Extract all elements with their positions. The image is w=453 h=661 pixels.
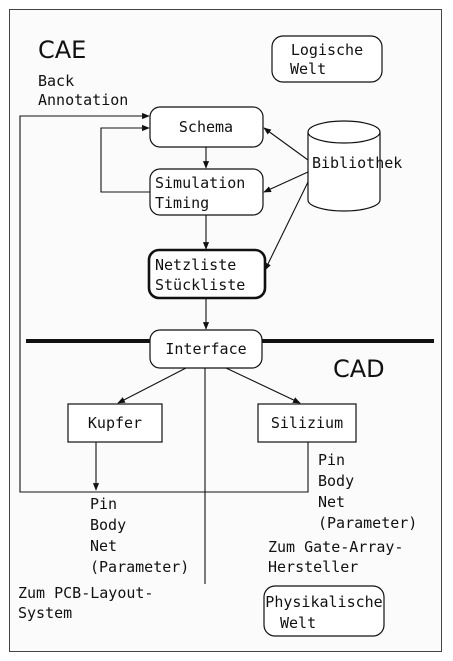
physical-world-line-2: Welt	[280, 614, 316, 632]
kupfer-label: Kupfer	[88, 414, 142, 432]
arrow-bibliothek-to-netzliste	[264, 181, 309, 271]
silizium-field-parameter: (Parameter)	[318, 514, 417, 532]
cae-section-title: CAE	[38, 36, 86, 64]
arrow-interface-to-silizium	[225, 367, 301, 404]
interface-label: Interface	[165, 340, 246, 358]
interface-box	[149, 329, 263, 369]
back-annotation-line-1: Back	[38, 72, 74, 90]
netzliste-stueckliste-box	[147, 248, 267, 300]
simulation-label: Simulation	[155, 174, 245, 192]
pcb-field-body: Body	[90, 516, 126, 534]
netzliste-label: Netzliste	[155, 256, 236, 274]
timing-label: Timing	[155, 194, 209, 212]
arrow-simulation-feedback	[100, 124, 150, 193]
logical-world-line-1: Logische	[291, 41, 363, 59]
gate-array-target-line-1: Zum Gate-Array-	[268, 538, 403, 556]
silizium-field-body: Body	[318, 472, 354, 490]
back-annotation-line-2: Annotation	[38, 91, 128, 109]
silizium-box	[257, 403, 357, 443]
logical-world-line-2: Welt	[290, 60, 326, 78]
bibliothek-label: Bibliothek	[312, 154, 402, 172]
arrow-bibliothek-to-simulation	[263, 171, 309, 193]
gate-array-target-line-2: Hersteller	[268, 558, 358, 576]
bibliothek-database-icon	[307, 120, 381, 212]
physical-world-line-1: Physikalische	[265, 593, 382, 611]
kupfer-box	[67, 403, 163, 443]
pcb-field-parameter: (Parameter)	[90, 558, 189, 576]
pcb-field-pin: Pin	[90, 495, 117, 513]
schema-label: Schema	[179, 118, 233, 136]
cad-section-title: CAD	[333, 355, 385, 383]
logical-world-box	[271, 35, 383, 83]
connectors	[19, 112, 309, 584]
arrow-bibliothek-to-schema	[263, 127, 309, 161]
stueckliste-label: Stückliste	[155, 276, 245, 294]
pcb-field-net: Net	[90, 537, 117, 555]
silizium-field-pin: Pin	[318, 451, 345, 469]
arrow-interface-to-kupfer	[117, 367, 187, 404]
silizium-field-net: Net	[318, 493, 345, 511]
pcb-target-line-2: System	[18, 604, 72, 622]
arrow-back-annotation	[19, 112, 309, 493]
physical-world-box	[263, 585, 385, 637]
pcb-target-line-1: Zum PCB-Layout-	[18, 584, 153, 602]
silizium-label: Silizium	[271, 414, 343, 432]
